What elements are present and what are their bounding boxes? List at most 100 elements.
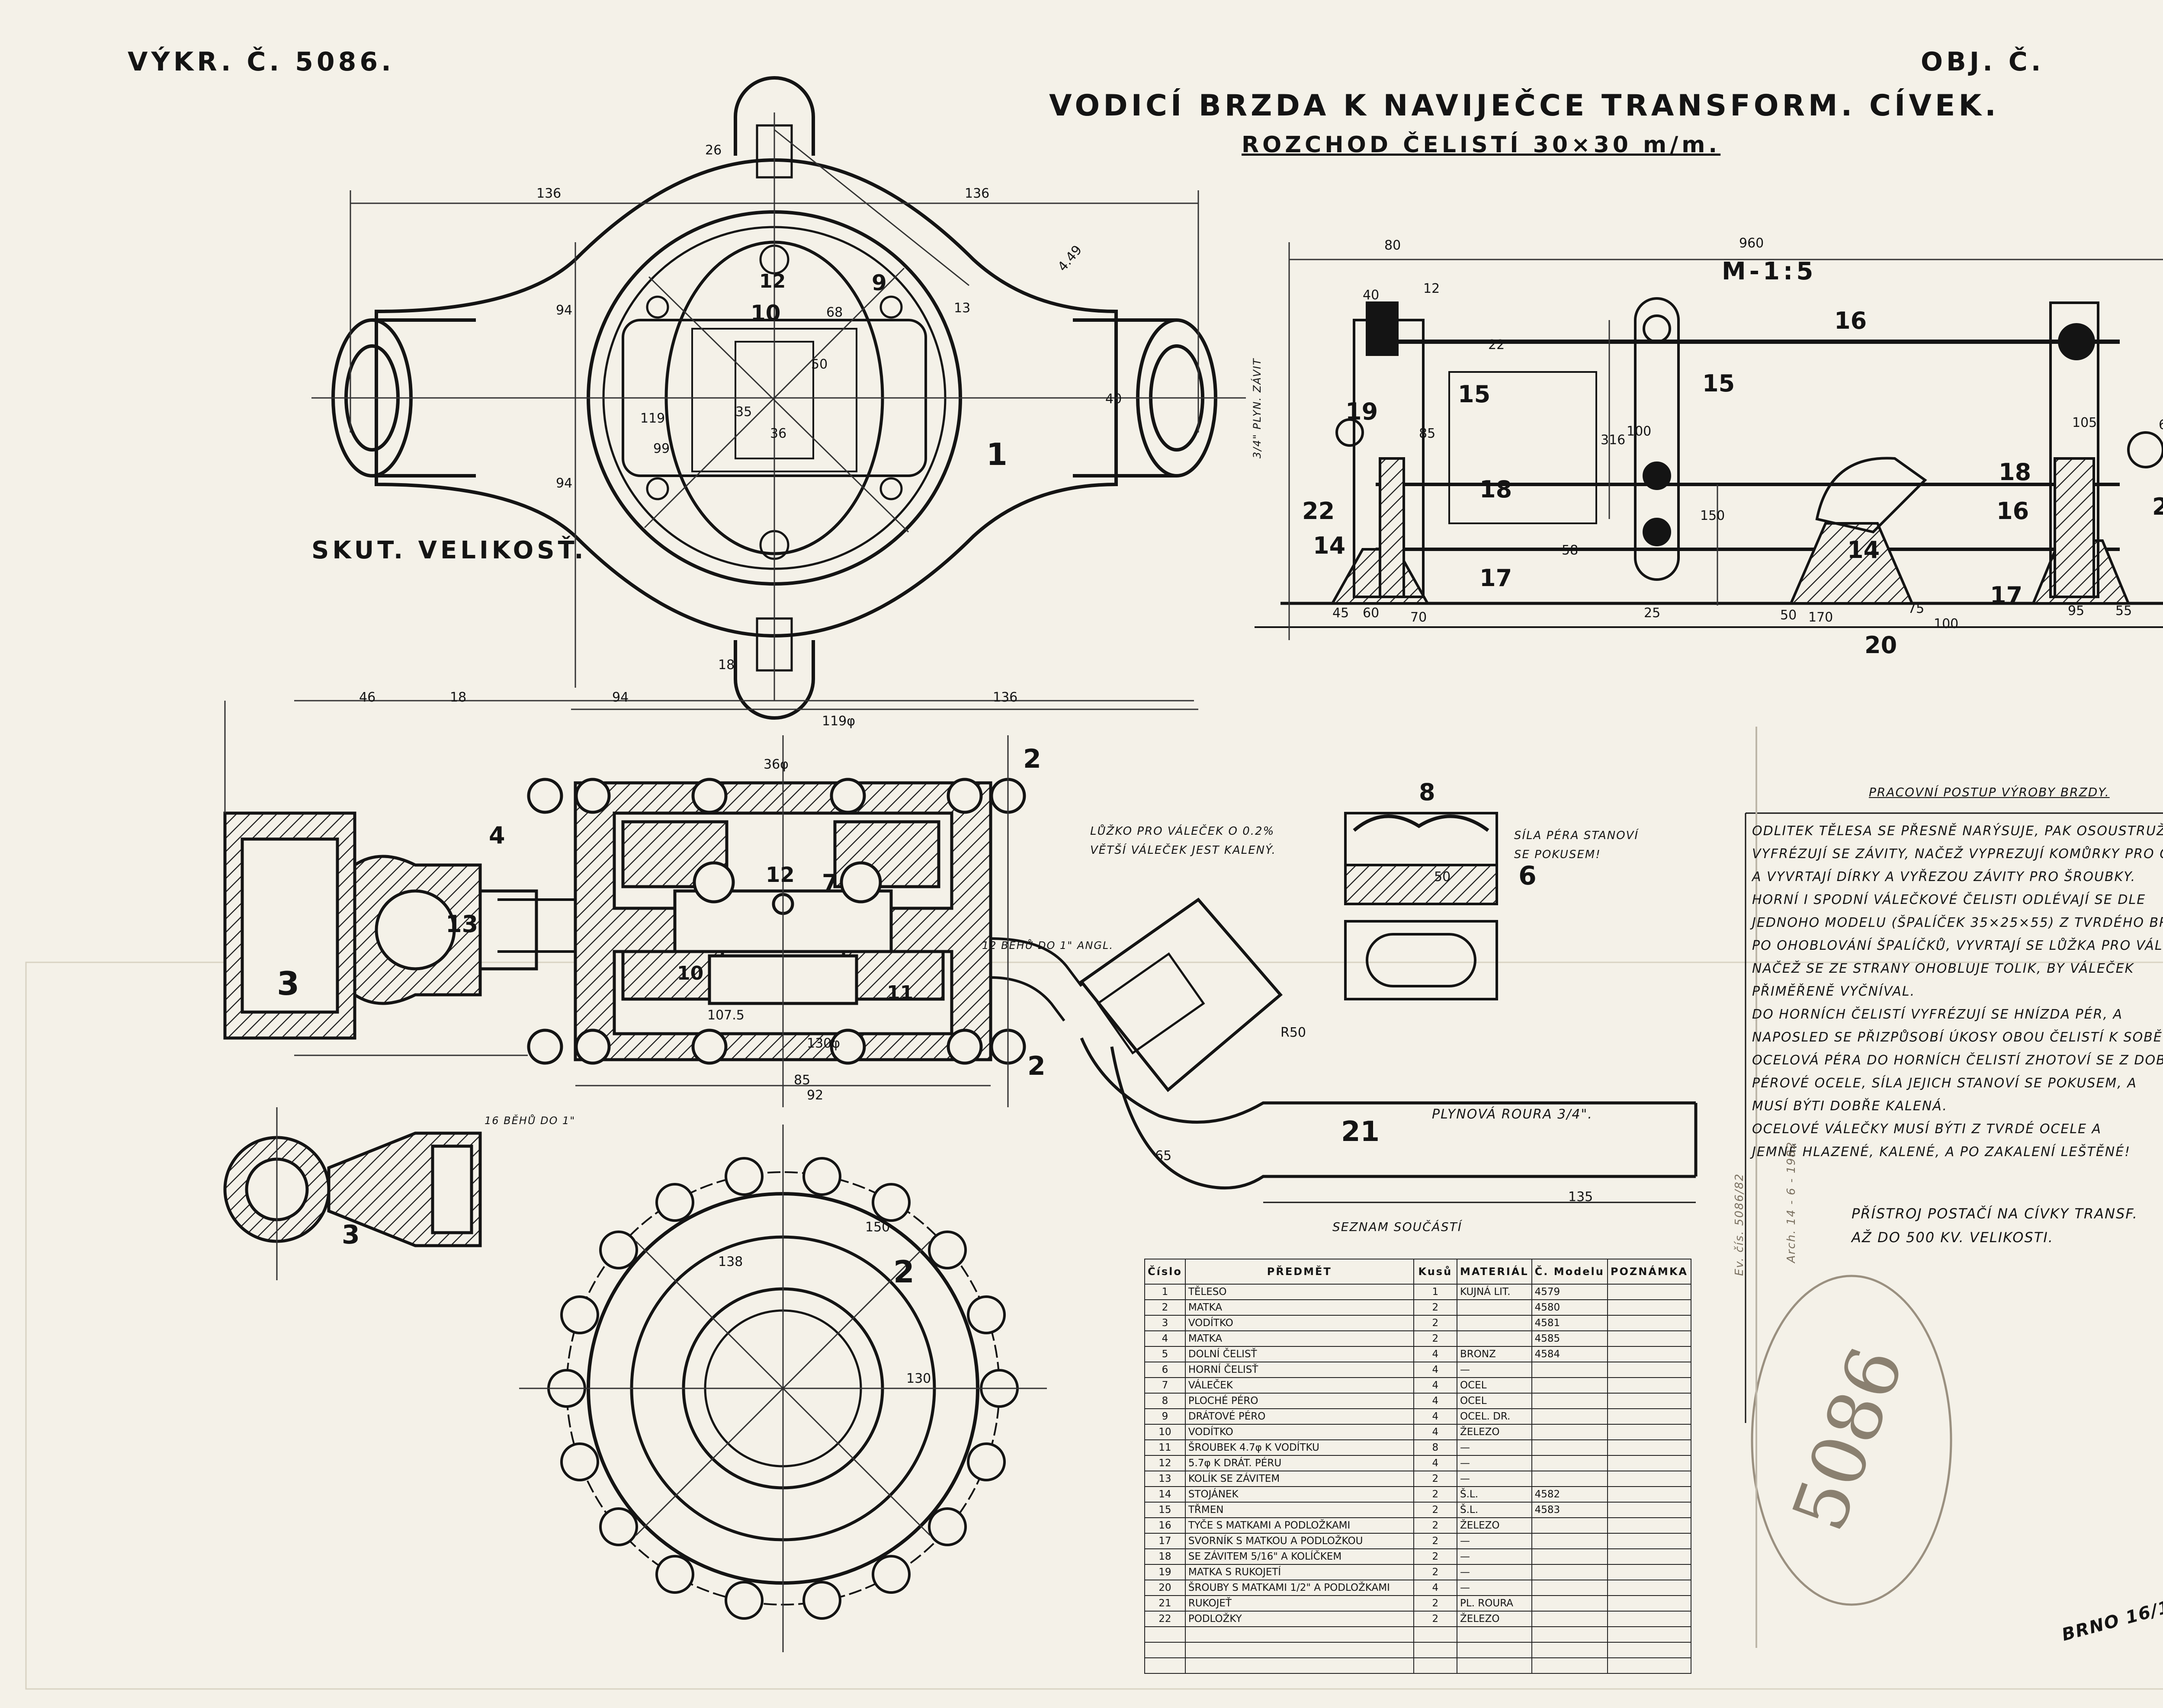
dim: 36 [770,426,787,441]
callout-15b: 15 [1702,370,1735,397]
parts-list-cell: 3 [1144,1315,1186,1331]
callout-1: 1 [986,437,1008,472]
dim: 94 [556,476,573,491]
parts-list-cell [1531,1595,1608,1612]
parts-list-cell [1607,1471,1692,1487]
parts-list-cell [1607,1346,1692,1362]
procedure-line: NAČEŽ SE ZE STRANY OHOBLUJE TOLIK, BY VÁ… [1752,961,2134,976]
callout-16a: 16 [1834,307,1867,334]
callout-19a: 19 [1345,398,1378,425]
parts-list-cell [1607,1564,1692,1580]
parts-list-cell: DOLNÍ ČELISŤ [1184,1346,1414,1362]
procedure-line: JEDNOHO MODELU (ŠPALÍČEK 35×25×55) Z TVR… [1752,915,2163,930]
parts-list-cell: ŠROUBY S MATKAMI 1/2" A PODLOŽKAMI [1184,1580,1414,1596]
dim: 94 [556,303,573,318]
parts-list-cell: STOJÁNEK [1184,1486,1414,1503]
dim: 94 [612,690,629,705]
dim: 26 [705,143,722,158]
dim: 100 [1627,424,1652,439]
parts-list-cell: 2 [1413,1595,1458,1612]
parts-list-cell [1531,1393,1608,1409]
parts-list-cell [1531,1408,1608,1425]
parts-list-cell [1607,1486,1692,1503]
side-view-assembly [1255,242,2163,640]
actual-size-label: SKUT. VELIKOSŤ. [311,536,587,564]
callout-4: 4 [489,822,505,849]
parts-list-cell: — [1457,1564,1532,1580]
guide-part-3 [223,701,538,1280]
dim: 130φ [807,1036,841,1051]
procedure-line: VYFRÉZUJÍ SE ZÁVITY, NAČEŽ VYPREZUJÍ KOM… [1752,846,2163,862]
dim: 960 [1739,236,1764,251]
parts-list-title: SEZNAM SOUČÁSTÍ [1332,1220,1462,1234]
parts-list-cell: 4 [1413,1424,1458,1440]
parts-list-cell: 11 [1144,1439,1186,1456]
callout-17a: 17 [1479,564,1512,592]
parts-list-cell: 4581 [1531,1315,1608,1331]
capability-note-line-2: AŽ DO 500 KV. VELIKOSTI. [1852,1229,2054,1246]
parts-list-cell: — [1457,1455,1532,1471]
parts-list-cell: OCEL. DR. [1457,1408,1532,1425]
callout-15a: 15 [1458,381,1491,408]
parts-list-cell: 8 [1144,1393,1186,1409]
parts-list-cell: 4579 [1531,1284,1608,1300]
dim: 45 [1332,606,1349,621]
margin-note-2: Arch. 14 - 6 - 1982 [1785,1141,1798,1263]
dim: 25 [1644,606,1661,621]
dim: 136 [536,186,562,201]
title: VODICÍ BRZDA K NAVIJEČCE TRANSFORM. CÍVE… [1049,89,1999,123]
parts-list-cell [1531,1471,1608,1487]
callout-2c: 2 [893,1254,915,1290]
dim: 65 [2159,417,2163,433]
parts-list-cell [1531,1362,1608,1378]
spring-jaw-detail [1344,812,1498,1000]
parts-list-cell [1607,1439,1692,1456]
parts-list-cell: 22 [1144,1611,1186,1627]
parts-list-cell: 4 [1413,1580,1458,1596]
parts-list-cell: HORNÍ ČELISŤ [1184,1362,1414,1378]
col-note: POZNÁMKA [1607,1259,1692,1285]
dim: 22 [1488,337,1505,352]
parts-list-empty-row [1144,1657,1692,1674]
procedure-line: OCELOVÁ PÉRA DO HORNÍCH ČELISTÍ ZHOTOVÍ … [1752,1053,2163,1068]
procedure-line: DO HORNÍCH ČELISTÍ VYFRÉZUJÍ SE HNÍZDA P… [1752,1007,2123,1022]
procedure-line: NAPOSLED SE PŘIZPŮSOBÍ ÚKOSY OBOU ČELIST… [1752,1030,2163,1045]
parts-list-cell: PODLOŽKY [1184,1611,1414,1627]
parts-list-cell: 4582 [1531,1486,1608,1503]
procedure-line: PŘIMĚŘENĚ VYČNÍVAL. [1752,984,1916,999]
parts-list-cell: DRÁTOVÉ PÉRO [1184,1408,1414,1425]
parts-list-cell: PL. ROURA [1457,1595,1532,1612]
dim: R50 [1280,1025,1306,1040]
parts-list-cell: — [1457,1548,1532,1565]
callout-9: 9 [872,270,887,295]
callout-10b: 10 [677,962,704,984]
parts-list-cell: TĚLESO [1184,1284,1414,1300]
dim: 58 [1562,543,1579,558]
dim: 150 [865,1220,890,1235]
dim: 130 [906,1371,931,1386]
parts-list-cell: ŽELEZO [1457,1517,1532,1534]
top-view [311,76,1246,720]
parts-list-cell: MATKA S RUKOJETÍ [1184,1564,1414,1580]
dim: 18 [450,690,467,705]
scale-label: M-1:5 [1722,257,1817,285]
parts-list-header: Číslo PŘEDMĚT Kusů MATERIÁL Č. Modelu PO… [1144,1259,1692,1285]
dim: 80 [1384,238,1401,253]
parts-list-cell [1607,1502,1692,1518]
parts-list-cell: 2 [1144,1299,1186,1316]
dim: 99 [653,441,670,456]
parts-list-cell: 9 [1144,1408,1186,1425]
